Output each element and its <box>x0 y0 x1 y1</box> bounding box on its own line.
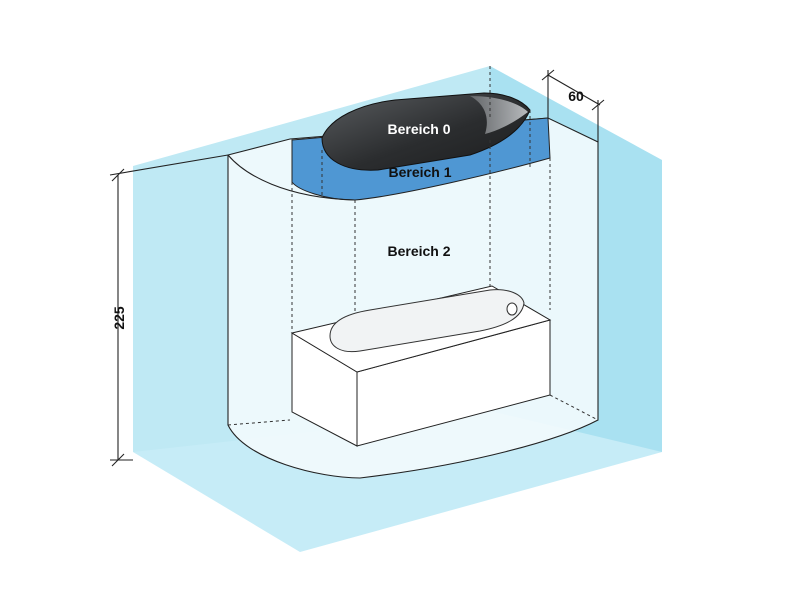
zone-0-label: Bereich 0 <box>387 121 450 137</box>
zone-0-basin-rim <box>470 96 528 134</box>
zone-2-top-curve <box>227 154 356 201</box>
zone-2-label: Bereich 2 <box>387 243 450 259</box>
zone-1-label: Bereich 1 <box>388 164 451 180</box>
height-dimension <box>109 154 229 467</box>
height-dimension-label: 225 <box>111 306 127 330</box>
offset-dimension-label: 60 <box>568 88 584 104</box>
bathtub-drain <box>506 302 518 316</box>
projection-lines <box>227 66 599 426</box>
offset-dimension <box>541 69 605 142</box>
bathtub-inner <box>329 289 525 353</box>
bathtub <box>290 285 552 447</box>
